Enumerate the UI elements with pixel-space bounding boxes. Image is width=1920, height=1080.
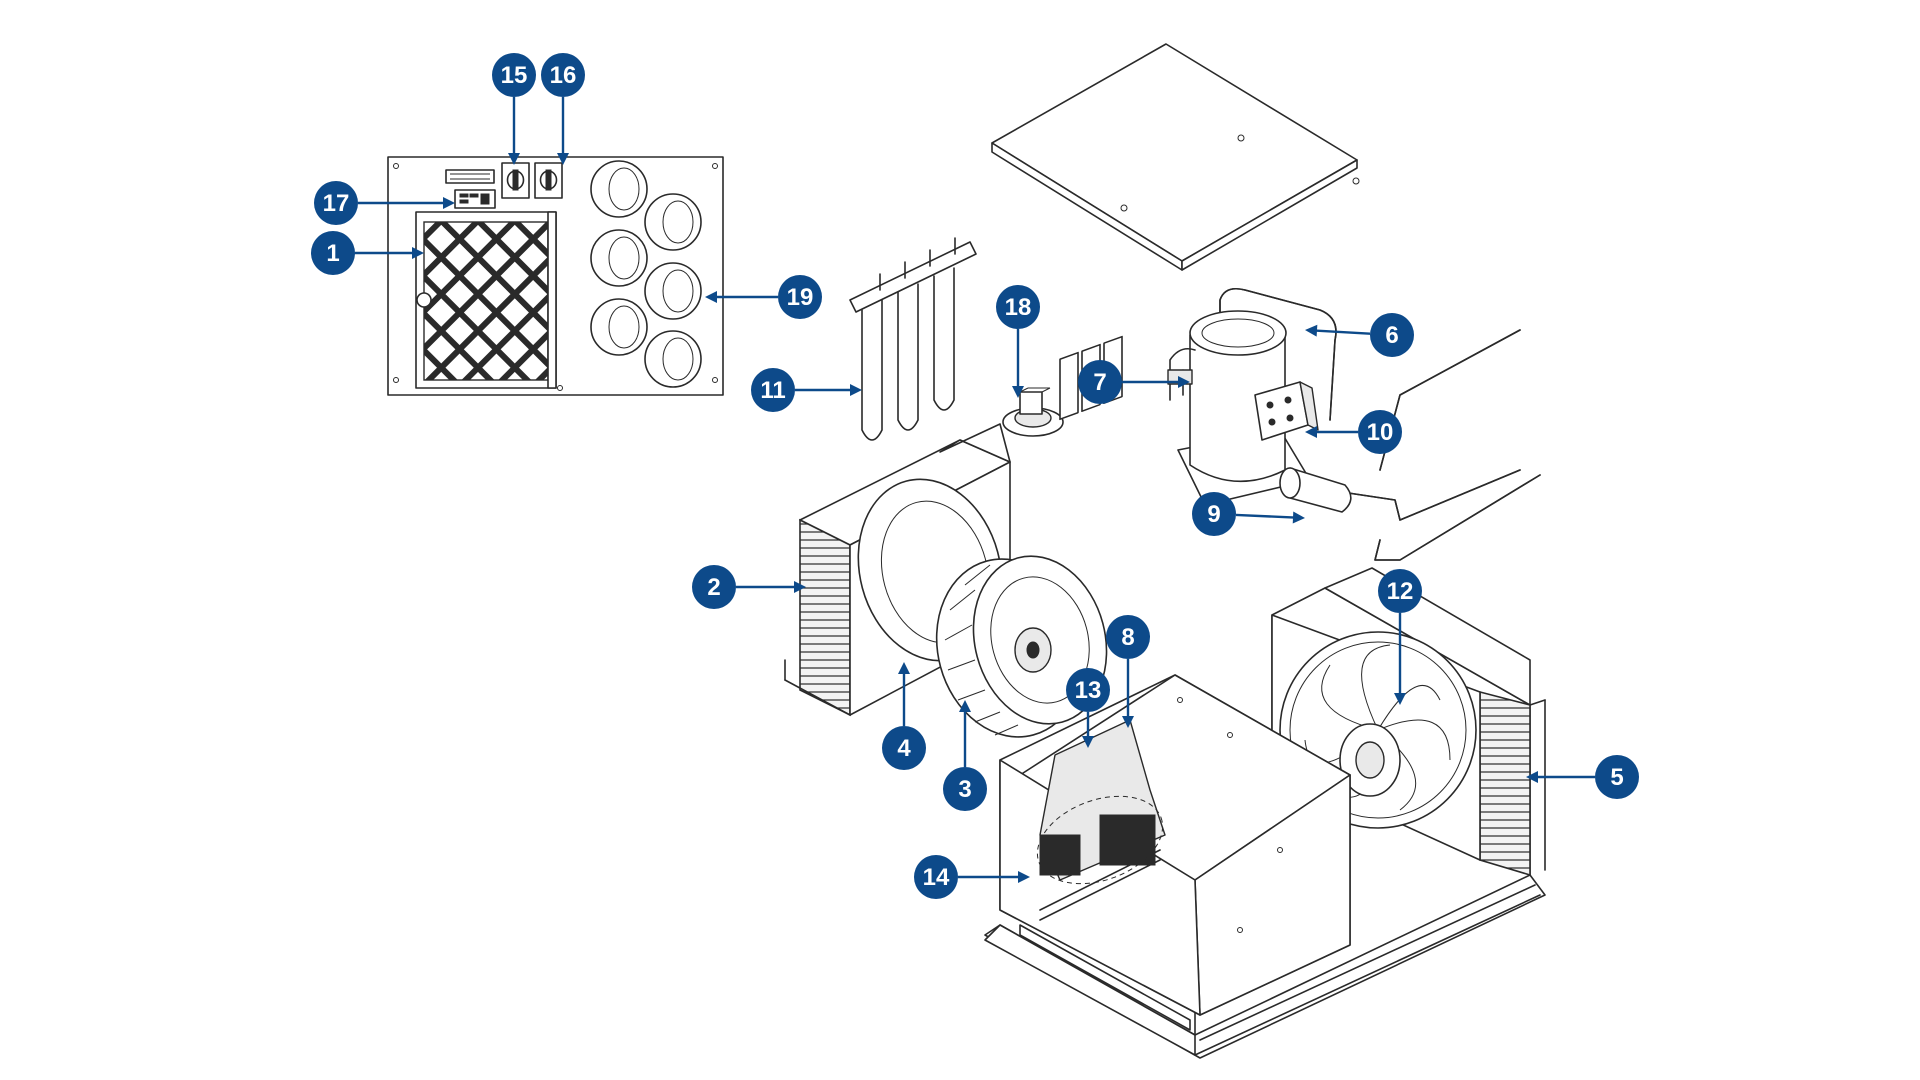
callout-number: 8 [1121, 624, 1134, 651]
callout-number: 1 [326, 240, 339, 267]
callout-badge [541, 53, 585, 97]
callout-badge [914, 855, 958, 899]
callout-badge [1378, 569, 1422, 613]
callout-12: 12 [1378, 569, 1422, 705]
callout-badge [996, 285, 1040, 329]
callout-number: 4 [897, 735, 911, 762]
callout-arrowhead [959, 700, 971, 712]
top-cover [991, 43, 1360, 271]
callout-6: 6 [1305, 313, 1414, 357]
callout-badge [314, 181, 358, 225]
callout-badge [1370, 313, 1414, 357]
callout-arrowhead [705, 291, 717, 303]
callout-badge [778, 275, 822, 319]
callout-arrowhead [1178, 376, 1190, 388]
callout-17: 17 [314, 181, 455, 225]
callout-number: 11 [760, 377, 785, 404]
callout-18: 18 [996, 285, 1040, 398]
callout-7: 7 [1078, 360, 1190, 404]
callout-leader-line [1314, 329, 1371, 335]
callout-arrowhead [850, 384, 862, 396]
callout-badge [1192, 492, 1236, 536]
callout-arrowhead [557, 153, 569, 165]
callout-badge [1358, 410, 1402, 454]
condenser-assembly [1271, 567, 1546, 877]
callout-14: 14 [914, 855, 1030, 899]
callout-arrowhead [898, 662, 910, 674]
callout-15: 15 [492, 53, 536, 165]
callout-badge [1066, 668, 1110, 712]
callout-arrowhead [1018, 871, 1030, 883]
callout-number: 15 [501, 62, 528, 89]
base-chassis [984, 335, 1546, 1059]
callout-number: 13 [1075, 677, 1102, 704]
callout-10: 10 [1305, 410, 1402, 454]
callout-9: 9 [1192, 492, 1305, 536]
callout-leader-line [1235, 513, 1296, 519]
callout-number: 9 [1207, 501, 1220, 528]
callout-8: 8 [1106, 615, 1150, 728]
callout-badge [882, 726, 926, 770]
callout-number: 2 [707, 574, 720, 601]
callout-badge [492, 53, 536, 97]
callout-arrowhead [412, 247, 424, 259]
callout-13: 13 [1066, 668, 1110, 748]
front-panel [387, 156, 724, 396]
callout-2: 2 [692, 565, 806, 609]
callout-arrowhead [1394, 693, 1406, 705]
callout-1: 1 [311, 231, 424, 275]
callout-badge [1078, 360, 1122, 404]
callout-badge [1106, 615, 1150, 659]
callout-number: 7 [1093, 369, 1106, 396]
callout-number: 3 [958, 776, 971, 803]
callout-arrowhead [1305, 324, 1318, 337]
thermostat [1002, 387, 1064, 437]
heater-element [849, 237, 977, 441]
callout-3: 3 [943, 700, 987, 811]
callout-arrowhead [443, 197, 455, 209]
callout-arrowhead [1012, 386, 1024, 398]
callout-arrowhead [794, 581, 806, 593]
callout-arrowhead [1082, 736, 1094, 748]
callout-arrowhead [1305, 426, 1317, 438]
callout-number: 6 [1385, 322, 1398, 349]
callout-number: 16 [550, 62, 577, 89]
callout-arrowhead [1122, 716, 1134, 728]
callout-badge [692, 565, 736, 609]
callout-4: 4 [882, 662, 926, 770]
callout-11: 11 [751, 368, 862, 412]
callout-number: 18 [1005, 294, 1032, 321]
callout-number: 10 [1367, 419, 1394, 446]
callout-arrowhead [1292, 511, 1305, 524]
callout-16: 16 [541, 53, 585, 165]
callout-arrowhead [508, 153, 520, 165]
callout-number: 12 [1387, 578, 1414, 605]
callout-19: 19 [705, 275, 822, 319]
callout-badge [1595, 755, 1639, 799]
grille-vents [590, 160, 702, 388]
callout-arrowhead [1526, 771, 1538, 783]
callout-badge [311, 231, 355, 275]
callout-number: 5 [1610, 764, 1623, 791]
callout-badge [751, 368, 795, 412]
callout-number: 19 [787, 284, 814, 311]
callout-number: 14 [923, 864, 950, 891]
callout-5: 5 [1526, 755, 1639, 799]
callout-number: 17 [323, 190, 350, 217]
compressor-assembly [1167, 287, 1541, 561]
callout-badge [943, 767, 987, 811]
